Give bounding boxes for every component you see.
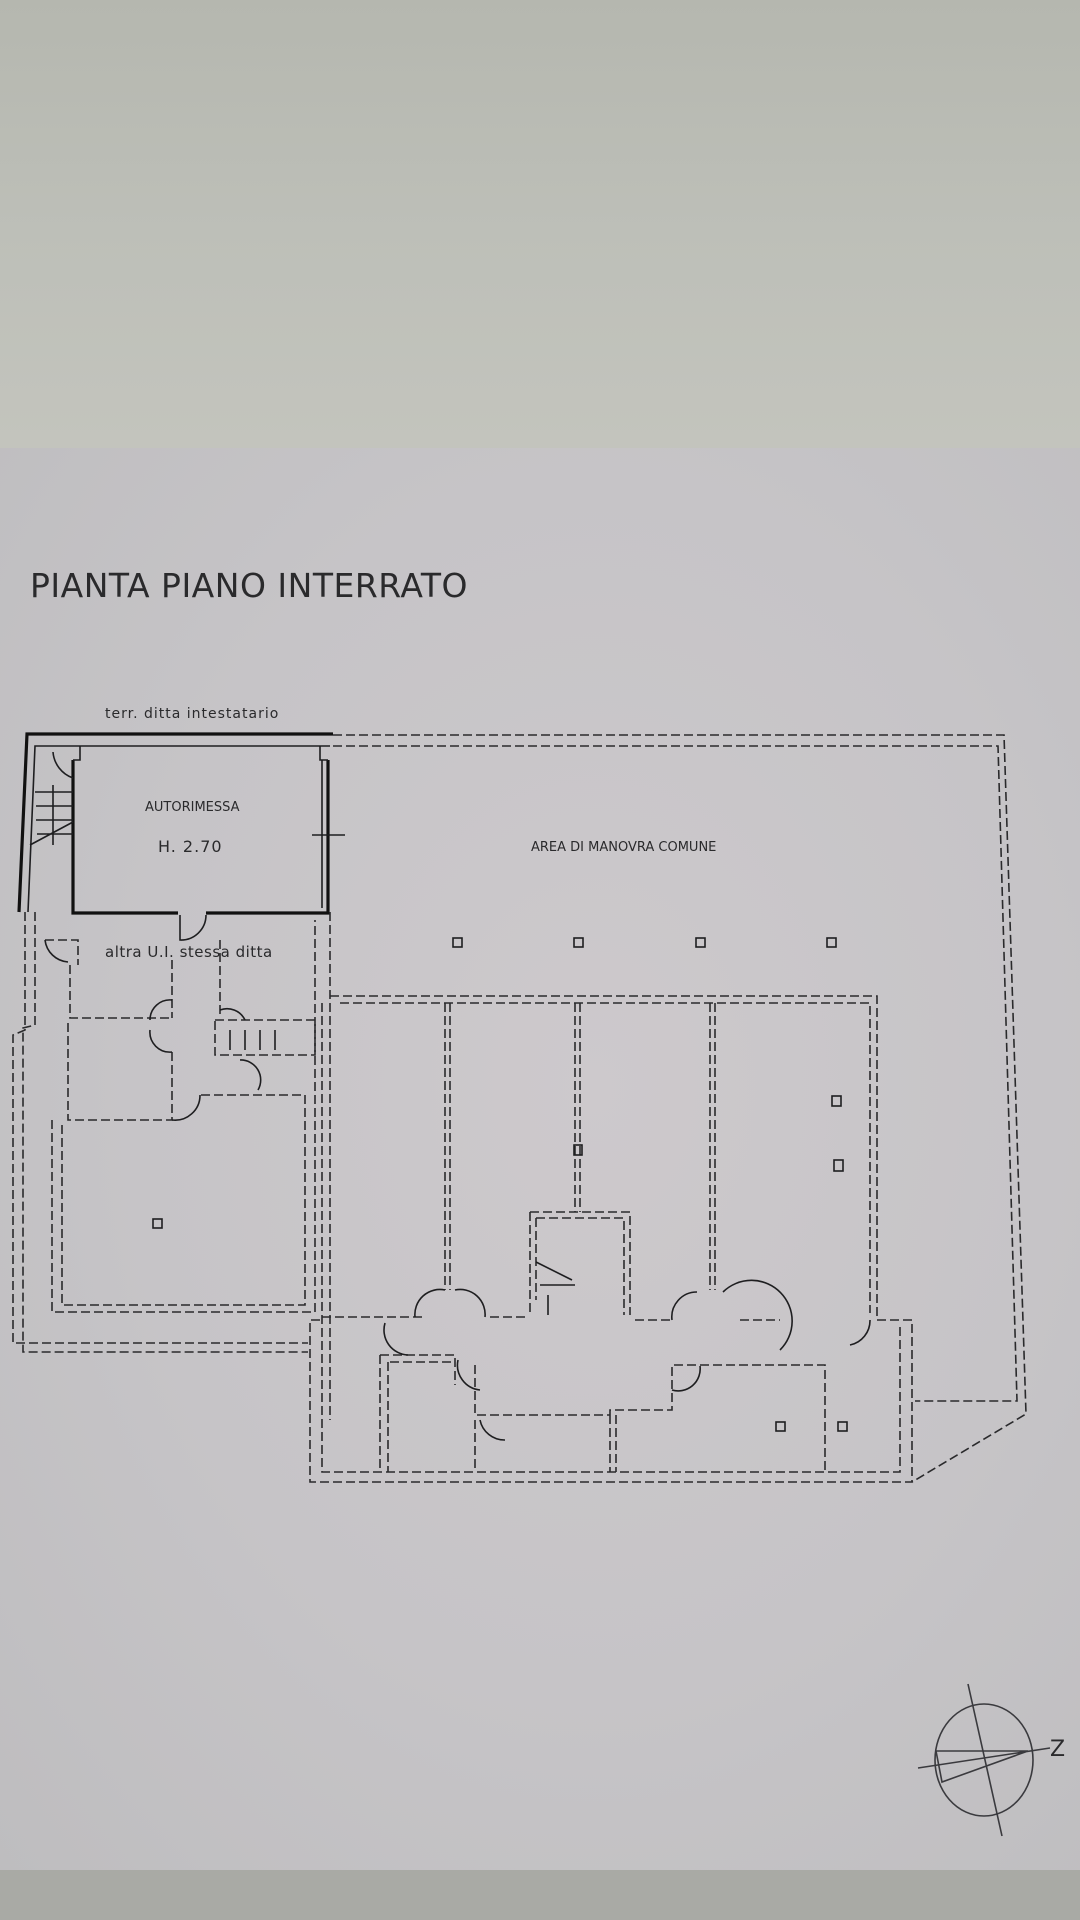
compass-letter: Z: [1050, 1737, 1065, 1762]
garage-unit: AUTORIMESSA H. 2.70: [17, 732, 345, 941]
table-surface: [0, 1870, 1080, 1920]
plan-title: PIANTA PIANO INTERRATO: [30, 566, 468, 605]
north-arrow-icon: Z: [917, 1683, 1065, 1837]
common-area: AREA DI MANOVRA COMUNE: [329, 734, 1027, 1483]
paper-sheet: [0, 448, 1080, 1870]
other-unit: altra U.I. stessa ditta: [12, 912, 316, 1353]
cellar-block: [309, 995, 913, 1483]
label-garage: AUTORIMESSA: [145, 800, 240, 815]
label-neighbor-land: terr. ditta intestatario: [105, 706, 279, 722]
label-common-area: AREA DI MANOVRA COMUNE: [531, 840, 716, 855]
label-garage-height: H. 2.70: [158, 837, 223, 856]
label-other-unit: altra U.I. stessa ditta: [105, 943, 273, 961]
